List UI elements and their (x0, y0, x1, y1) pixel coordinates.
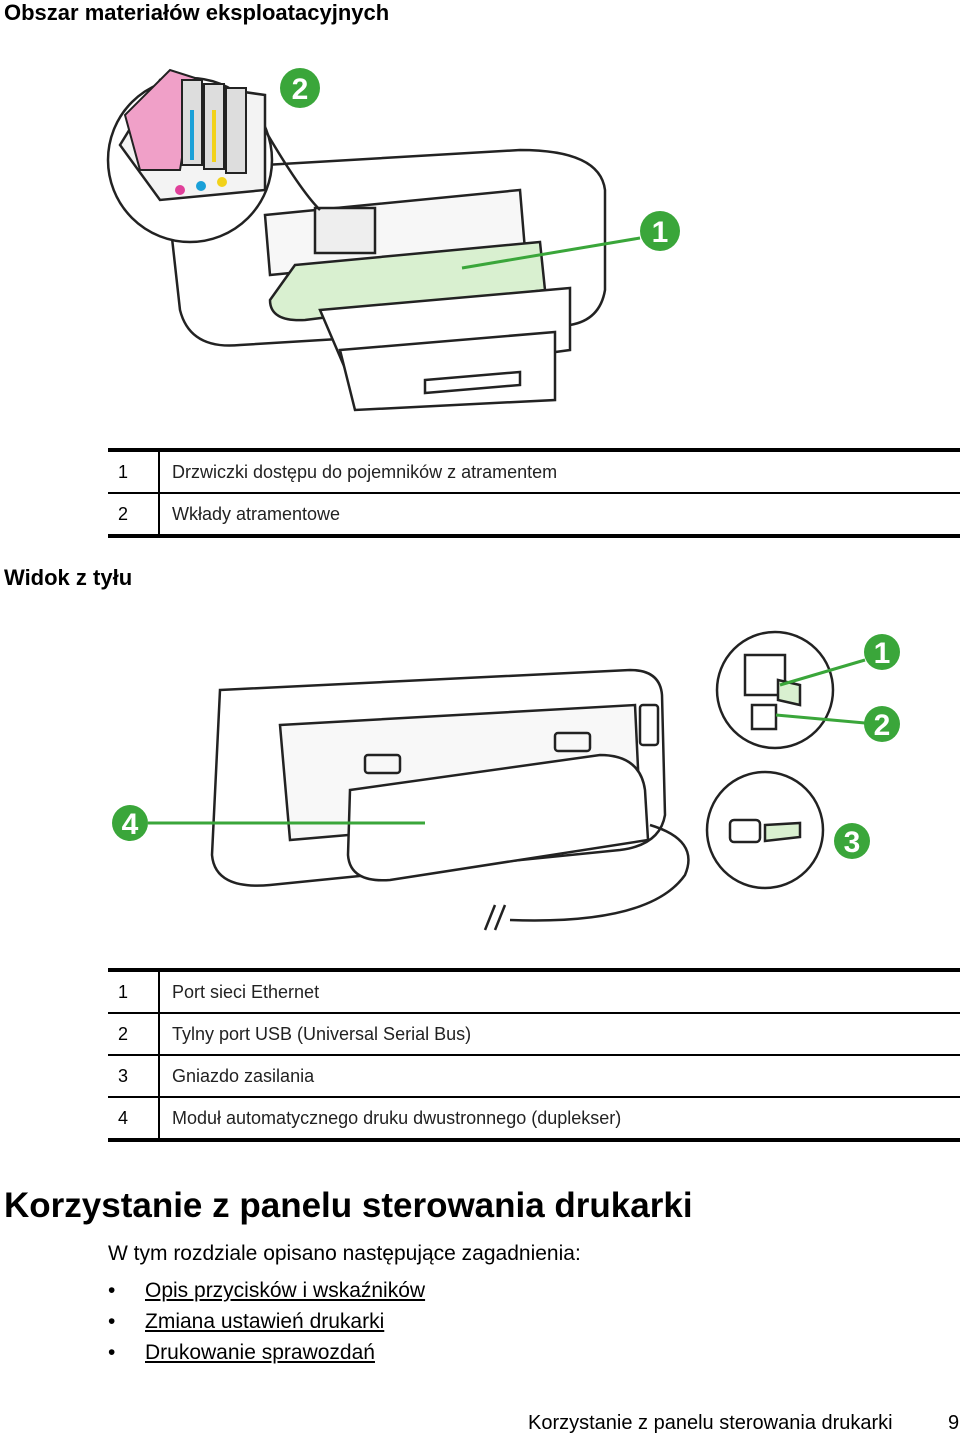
svg-text:1: 1 (874, 637, 891, 670)
section-heading-rear-view: Widok z tyłu (4, 565, 133, 590)
printer-front-illustration: 1 2 (106, 68, 680, 412)
bullet-icon: • (108, 1310, 116, 1333)
list-item: • Drukowanie sprawozdań (108, 1337, 425, 1368)
rear-legend-table: 1 Port sieci Ethernet 2 Tylny port USB (… (108, 968, 960, 1142)
printer-rear-illustration: 1 2 3 4 (112, 630, 900, 931)
legend-number: 2 (108, 1013, 160, 1055)
bullet-icon: • (108, 1341, 116, 1364)
legend-number: 1 (108, 450, 160, 493)
legend-number: 2 (108, 493, 160, 536)
chapter-intro: W tym rozdziale opisano następujące zaga… (108, 1242, 581, 1265)
table-row: 1 Drzwiczki dostępu do pojemników z atra… (108, 450, 960, 493)
topic-list: • Opis przycisków i wskaźników • Zmiana … (108, 1275, 425, 1368)
table-row: 4 Moduł automatycznego druku dwustronneg… (108, 1097, 960, 1140)
svg-text:4: 4 (122, 808, 139, 841)
callout-1-consumables (640, 211, 680, 251)
list-item: • Zmiana ustawień drukarki (108, 1306, 425, 1337)
legend-text: Drzwiczki dostępu do pojemników z atrame… (172, 461, 558, 482)
topic-link-print-reports[interactable]: Drukowanie sprawozdań (145, 1341, 375, 1364)
callout-2-rear (864, 706, 900, 742)
table-row: 2 Wkłady atramentowe (108, 493, 960, 536)
list-item: • Opis przycisków i wskaźników (108, 1275, 425, 1306)
callout-1-rear (864, 634, 900, 670)
callout-4-rear (112, 805, 148, 841)
table-row: 3 Gniazdo zasilania (108, 1055, 960, 1097)
legend-text: Tylny port USB (Universal Serial Bus) (172, 1023, 472, 1044)
topic-link-buttons-indicators[interactable]: Opis przycisków i wskaźników (145, 1279, 426, 1302)
consumables-legend-table: 1 Drzwiczki dostępu do pojemników z atra… (108, 448, 960, 538)
svg-text:2: 2 (292, 73, 309, 106)
topic-link-change-settings[interactable]: Zmiana ustawień drukarki (145, 1310, 385, 1333)
bullet-icon: • (108, 1279, 116, 1302)
legend-number: 3 (108, 1055, 160, 1097)
callout-3-rear (834, 823, 870, 859)
svg-text:3: 3 (844, 826, 861, 859)
legend-text: Gniazdo zasilania (172, 1065, 315, 1086)
table-row: 1 Port sieci Ethernet (108, 970, 960, 1013)
page-number: 9 (948, 1412, 960, 1434)
callout-2-consumables (280, 68, 320, 108)
svg-text:2: 2 (874, 709, 891, 742)
svg-text:1: 1 (652, 216, 669, 249)
legend-number: 1 (108, 970, 160, 1013)
legend-text: Moduł automatycznego druku dwustronnego … (172, 1107, 622, 1128)
footer-title: Korzystanie z panelu sterowania drukarki (528, 1412, 893, 1434)
legend-number: 4 (108, 1097, 160, 1140)
table-row: 2 Tylny port USB (Universal Serial Bus) (108, 1013, 960, 1055)
legend-text: Wkłady atramentowe (172, 503, 341, 524)
chapter-heading: Korzystanie z panelu sterowania drukarki (4, 1186, 693, 1225)
legend-text: Port sieci Ethernet (172, 981, 320, 1002)
section-heading-consumables: Obszar materiałów eksploatacyjnych (4, 0, 390, 25)
